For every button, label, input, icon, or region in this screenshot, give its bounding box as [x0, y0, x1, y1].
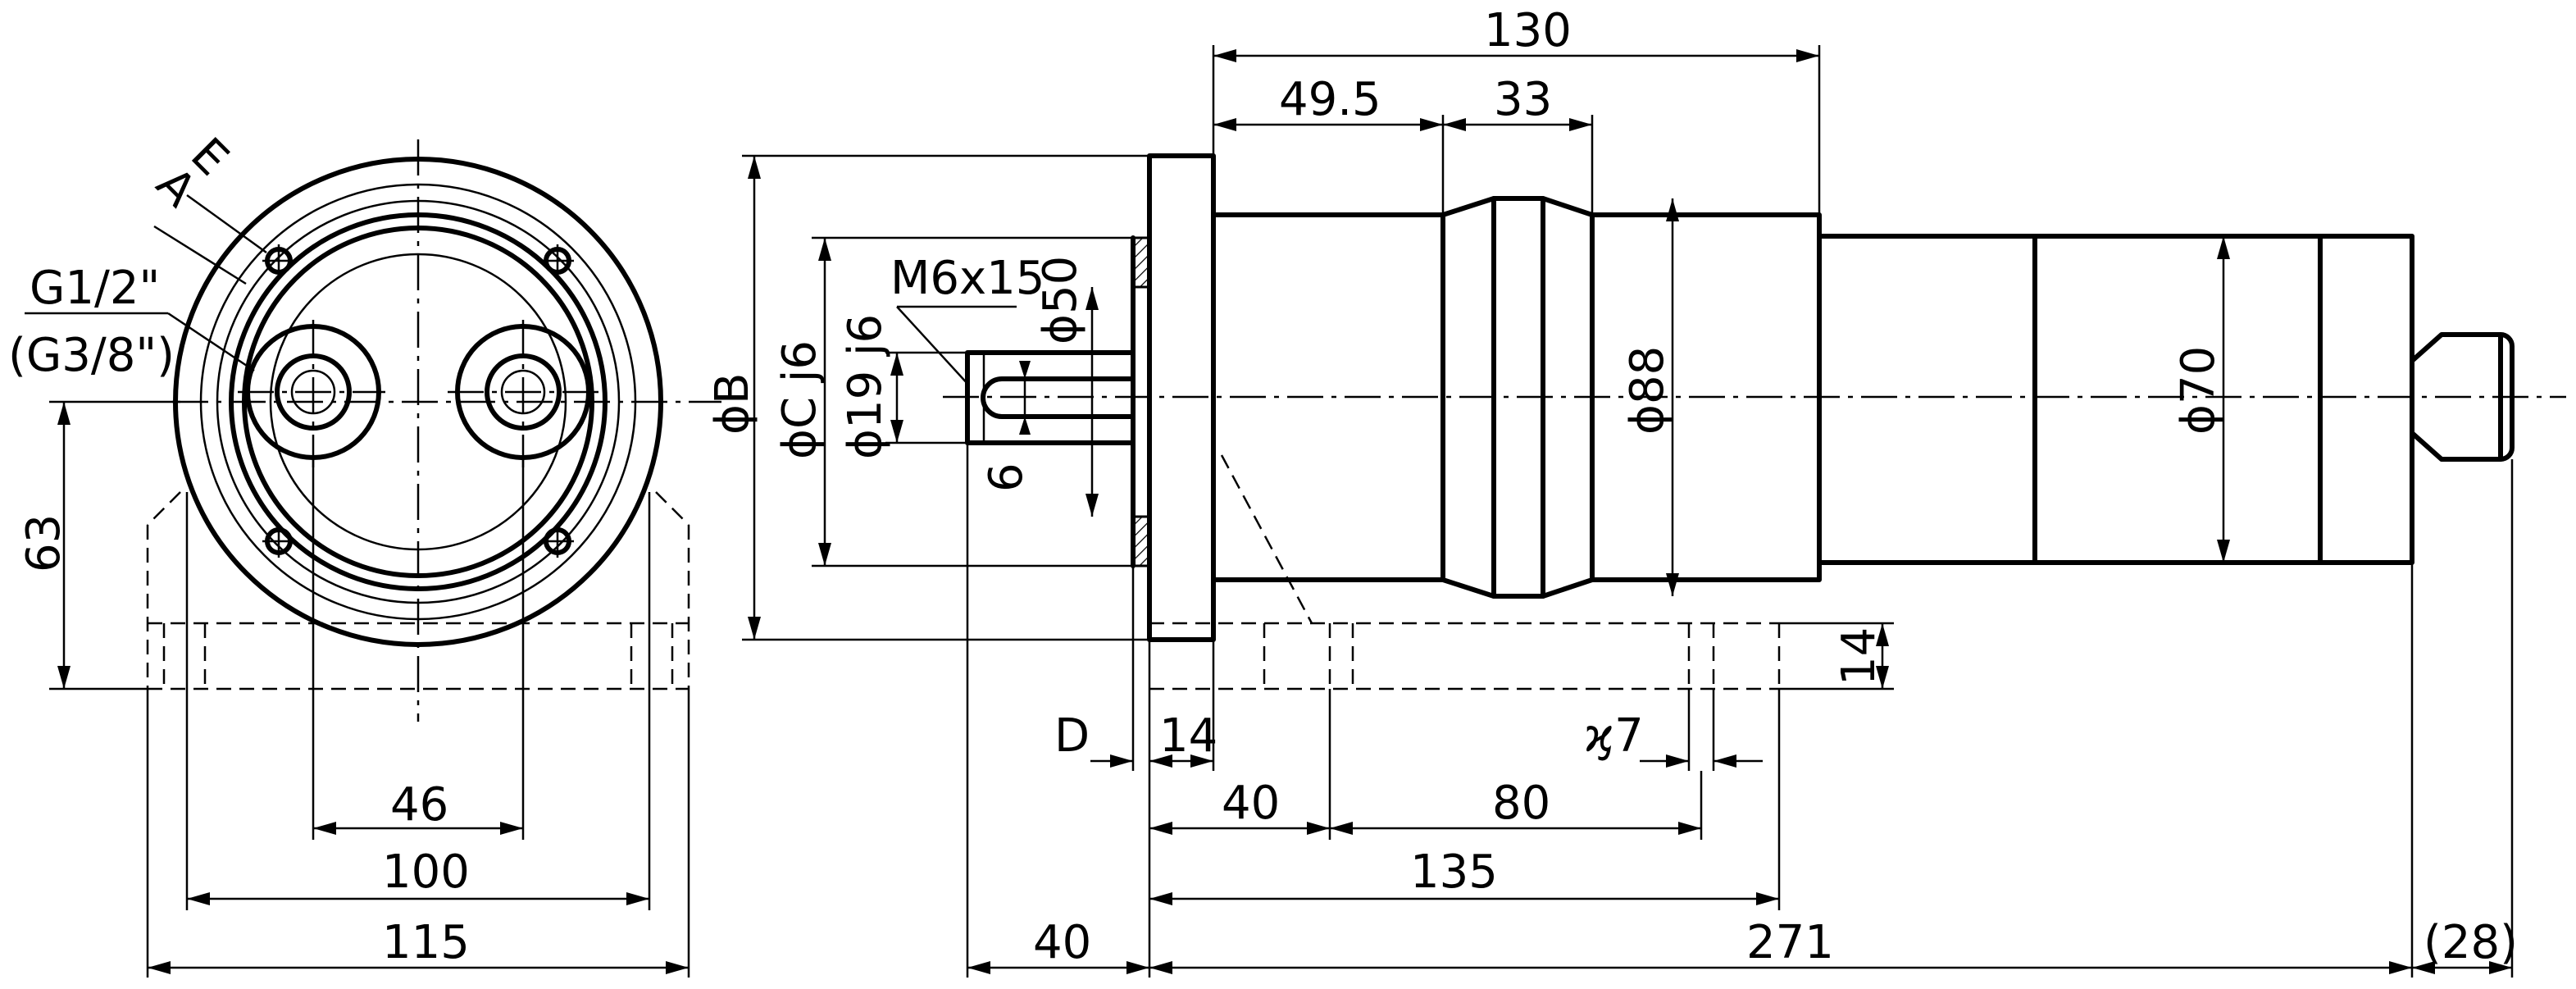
dim-base-width-value: 115 — [382, 916, 470, 969]
dim-base-width — [146, 689, 690, 978]
dim-body-ring-value: 33 — [1494, 73, 1552, 126]
dim-shaft-dia — [885, 351, 967, 444]
dim-overall-right — [1212, 45, 1821, 236]
label-thread-port-alt: (G3/8") — [8, 329, 175, 382]
leader-thread-m6-diag — [896, 306, 970, 386]
dim-foot-span — [1149, 689, 1781, 910]
dim-mount-holes — [185, 492, 651, 910]
dim-key-width-value: 6 — [980, 463, 1033, 492]
port-left — [238, 320, 385, 467]
dim-pilot-dia — [812, 236, 1133, 567]
side-foot-outline — [1149, 454, 1781, 690]
dim-flange-d — [1090, 566, 1215, 978]
shaft-key — [981, 376, 1136, 419]
dim-overall-length — [966, 443, 2514, 978]
dim-shaft-dia-value: ϕ19 j6 — [839, 314, 892, 459]
dim-port-spacing — [312, 459, 525, 840]
dim-shaft-len-value: 40 — [1033, 916, 1091, 969]
dim-rear-dia — [2217, 236, 2230, 563]
dim-pilot-dia-value: ϕC j6 — [773, 340, 826, 459]
dim-mount-holes-value: 100 — [382, 845, 470, 899]
dim-foot-height — [1779, 622, 1894, 690]
dim-rear-len-value: (28) — [2424, 916, 2518, 969]
dim-hole-spacing-value: 80 — [1492, 777, 1550, 830]
dim-flange-dia-value: ϕB — [706, 373, 759, 435]
dim-body-dia-value: ϕ88 — [1621, 346, 1674, 435]
dim-axis-height — [49, 400, 180, 690]
leader-e — [186, 194, 267, 254]
leader-a — [153, 225, 247, 285]
dim-flange-d-value: D — [1054, 709, 1090, 763]
shaft — [965, 350, 1136, 445]
label-thread-port: G1/2" — [30, 262, 160, 315]
dim-body-len-value: 271 — [1746, 916, 1834, 969]
inner-ring-thin — [216, 199, 621, 604]
port-right — [448, 320, 598, 467]
foot-outline — [146, 491, 690, 690]
dim-key-dia-value: ϕ50 — [1034, 256, 1087, 344]
body-outline — [229, 212, 608, 591]
dim-body-front — [1213, 115, 1594, 215]
body-inner-outline — [242, 226, 594, 578]
label-thread-m6: M6x15 — [890, 252, 1045, 305]
dim-foot-offset-value: 40 — [1222, 777, 1280, 830]
bolt-circle — [199, 183, 637, 621]
dim-foot-height-value: 14 — [1832, 627, 1886, 686]
dim-foot-offset — [1149, 689, 1703, 840]
dim-overall-right-value: 130 — [1484, 4, 1572, 57]
dim-key-width — [1019, 361, 1031, 435]
leader-thread — [167, 312, 255, 372]
dim-key-dia — [1085, 287, 1099, 517]
front-view — [25, 139, 721, 722]
dim-flange-thk-value: 14 — [1159, 709, 1217, 763]
dim-axis-height-value: 63 — [17, 514, 71, 572]
dim-hole-dia — [1640, 689, 1763, 771]
dim-port-spacing-value: 46 — [390, 778, 448, 832]
dim-body-dia — [1666, 198, 1679, 596]
dim-body-front-value: 49.5 — [1279, 73, 1381, 126]
body-rear — [1817, 234, 2414, 565]
dim-flange-dia — [742, 154, 1149, 641]
dim-rear-dia-value: ϕ70 — [2172, 346, 2225, 435]
dim-hole-dia-value: ϗ7 — [1584, 709, 1644, 763]
side-view — [943, 153, 2566, 690]
inner-thin-circle — [269, 253, 567, 551]
dim-foot-span-value: 135 — [1410, 845, 1498, 899]
mounting-holes — [262, 244, 574, 558]
